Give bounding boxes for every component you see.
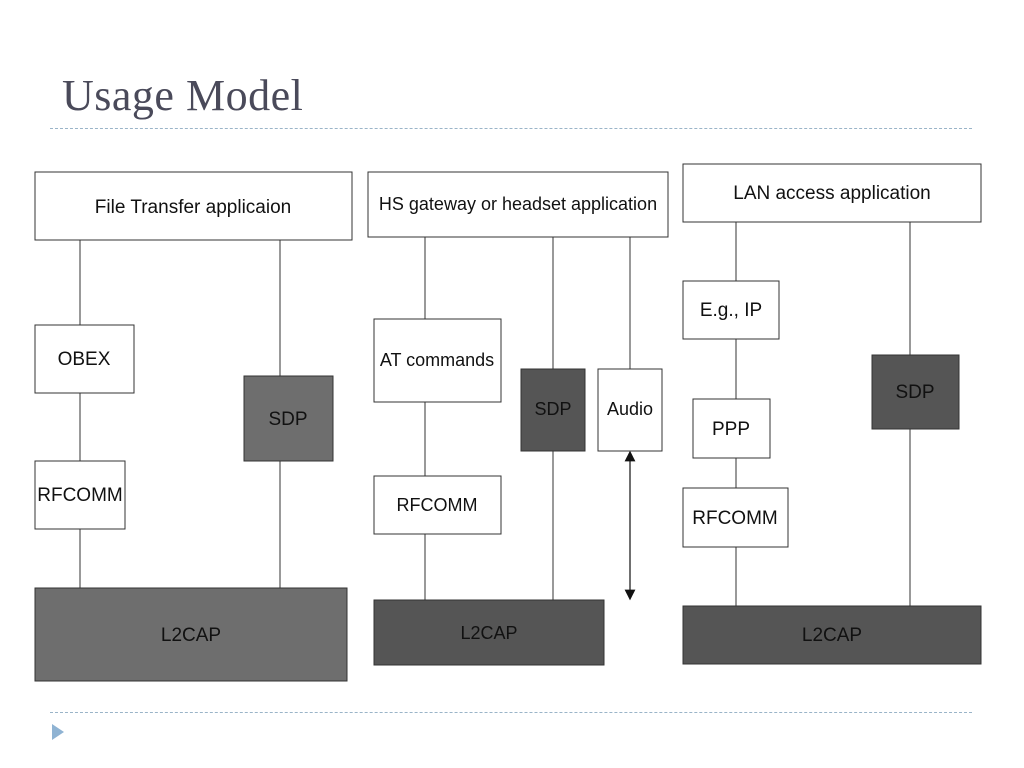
rfcomm-box: RFCOMM xyxy=(682,487,789,548)
rfcomm-box: RFCOMM xyxy=(373,475,502,535)
at-commands-label: AT commands xyxy=(380,350,494,370)
l2cap-label: L2CAP xyxy=(460,623,517,643)
lan-access-stack: LAN access application E.g., IP PPP RFCO… xyxy=(682,163,982,665)
audio-box: Audio xyxy=(597,368,663,452)
l2cap-box: L2CAP xyxy=(373,599,605,666)
headset-app-box: HS gateway or headset application xyxy=(367,171,669,238)
obex-box: OBEX xyxy=(34,324,135,394)
l2cap-box: L2CAP xyxy=(34,587,348,682)
file-transfer-app-label: File Transfer applicaion xyxy=(95,197,291,218)
sdp-label: SDP xyxy=(268,409,307,430)
audio-label: Audio xyxy=(607,399,653,419)
ip-box: E.g., IP xyxy=(682,280,780,340)
file-transfer-stack: File Transfer applicaion OBEX RFCOMM SDP… xyxy=(34,171,353,682)
ip-label: E.g., IP xyxy=(700,300,762,321)
at-commands-box: AT commands xyxy=(373,318,502,403)
rfcomm-label: RFCOMM xyxy=(37,485,122,506)
headset-app-label: HS gateway or headset application xyxy=(379,194,657,214)
rfcomm-label: RFCOMM xyxy=(692,508,777,529)
l2cap-label: L2CAP xyxy=(802,625,862,646)
rfcomm-label: RFCOMM xyxy=(397,495,478,515)
sdp-label: SDP xyxy=(895,382,934,403)
lan-app-label: LAN access application xyxy=(733,183,931,204)
file-transfer-app-box: File Transfer applicaion xyxy=(34,171,353,241)
l2cap-box: L2CAP xyxy=(682,605,982,665)
triangle-bullet-icon xyxy=(52,724,64,740)
sdp-label: SDP xyxy=(534,399,571,419)
ppp-label: PPP xyxy=(712,419,750,440)
rfcomm-box: RFCOMM xyxy=(34,460,126,530)
footer-divider xyxy=(50,712,972,713)
sdp-box: SDP xyxy=(243,375,334,462)
l2cap-label: L2CAP xyxy=(161,625,221,646)
sdp-box: SDP xyxy=(871,354,960,430)
headset-stack: HS gateway or headset application AT com… xyxy=(367,171,669,666)
ppp-box: PPP xyxy=(692,398,771,459)
lan-app-box: LAN access application xyxy=(682,163,982,223)
obex-label: OBEX xyxy=(58,349,111,370)
sdp-box: SDP xyxy=(520,368,586,452)
slide-title: Usage Model xyxy=(62,71,304,120)
title-divider xyxy=(50,128,972,129)
